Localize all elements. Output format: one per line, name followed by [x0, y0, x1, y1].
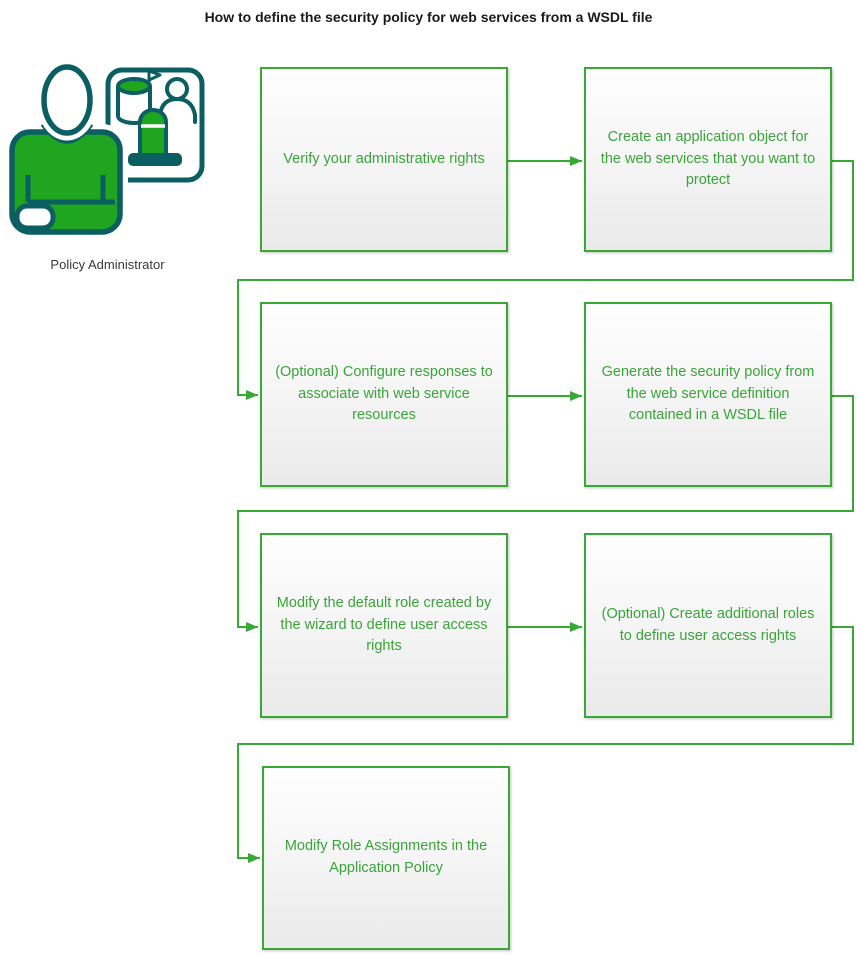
flow-step-generate-security-policy[interactable]: Generate the security policy from the we…	[584, 302, 832, 487]
policy-administrator-icon	[5, 62, 205, 240]
flow-step-verify-admin-rights[interactable]: Verify your administrative rights	[260, 67, 508, 252]
admin-console-panel-icon	[105, 67, 205, 183]
flow-step-create-additional-roles[interactable]: (Optional) Create additional roles to de…	[584, 533, 832, 718]
user-icon	[158, 77, 197, 124]
flow-step-configure-responses[interactable]: (Optional) Configure responses to associ…	[260, 302, 508, 487]
flow-step-create-application-object[interactable]: Create an application object for the web…	[584, 67, 832, 252]
flow-step-label: (Optional) Configure responses to associ…	[275, 363, 493, 424]
flag-icon	[147, 69, 162, 90]
flow-step-label: Generate the security policy from the we…	[601, 363, 815, 424]
policy-pillar-icon	[128, 108, 182, 166]
flow-step-label: Modify Role Assignments in the Applicati…	[284, 838, 488, 876]
person-icon	[5, 62, 128, 240]
flow-step-label: (Optional) Create additional roles to de…	[601, 605, 815, 644]
flow-step-label: Verify your administrative rights	[283, 150, 485, 167]
arm-lines-icon	[25, 175, 115, 205]
flow-step-label: Create an application object for the web…	[600, 128, 816, 189]
head-icon	[41, 64, 93, 136]
diagram-title: How to define the security policy for we…	[204, 9, 653, 25]
cuff-icon	[14, 203, 56, 231]
flow-step-modify-default-role[interactable]: Modify the default role created by the w…	[260, 533, 508, 718]
actor-label: Policy Administrator	[50, 257, 165, 272]
flow-step-label: Modify the default role created by the w…	[276, 594, 492, 655]
flow-step-modify-role-assignments[interactable]: Modify Role Assignments in the Applicati…	[262, 766, 510, 950]
